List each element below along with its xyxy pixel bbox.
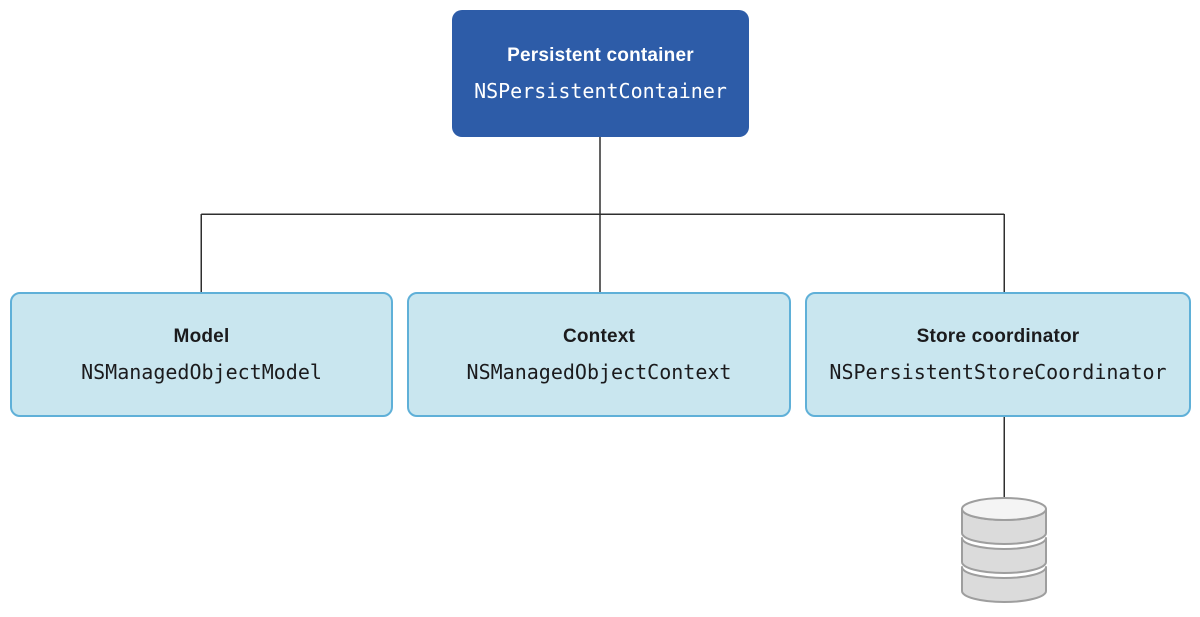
node-title: Store coordinator [916,325,1080,347]
node-class-name: NSManagedObjectContext [466,359,732,384]
node-model: Model NSManagedObjectModel [10,292,393,417]
node-title: Context [562,325,636,347]
database-band-middle [961,537,1047,574]
node-title: Model [173,325,230,347]
node-class-name: NSManagedObjectModel [81,359,322,384]
node-class-name: NSPersistentContainer [474,78,727,103]
node-store-coordinator: Store coordinator NSPersistentStoreCoord… [805,292,1191,417]
node-title: Persistent container [507,44,694,66]
database-band-bottom [961,566,1047,603]
database-icon [961,497,1047,603]
node-persistent-container: Persistent container NSPersistentContain… [452,10,749,137]
node-class-name: NSPersistentStoreCoordinator [829,359,1167,384]
database-top-ellipse [961,497,1047,521]
node-context: Context NSManagedObjectContext [407,292,791,417]
